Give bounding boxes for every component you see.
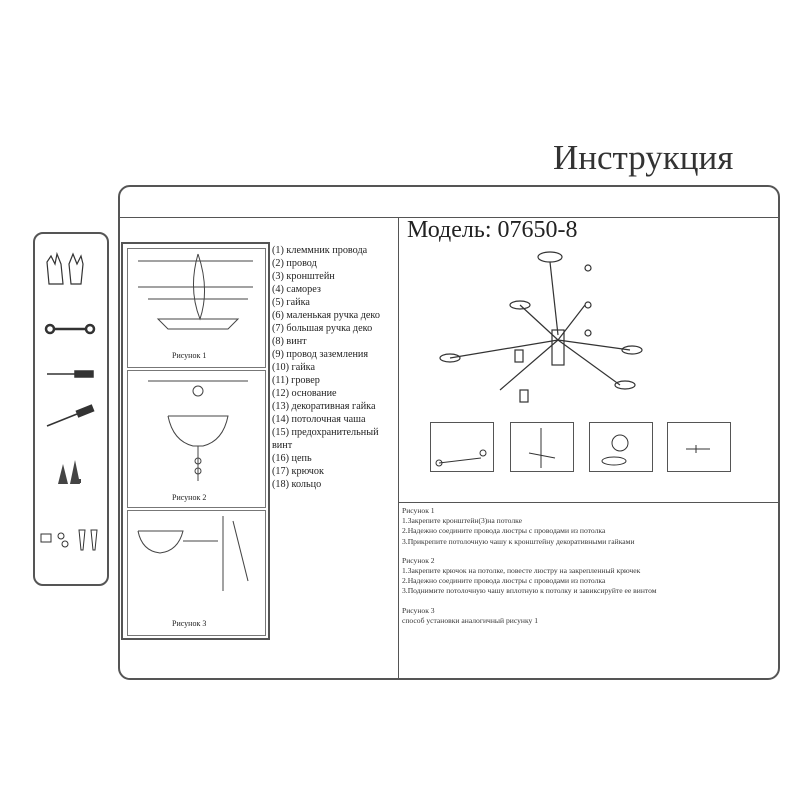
part-item: (17) крючок xyxy=(272,466,324,477)
divider xyxy=(118,217,780,218)
screwdriver-icon xyxy=(47,370,94,378)
page-title: Инструкция xyxy=(553,138,734,177)
step-item: способ установки аналогичный рисунку 1 xyxy=(402,615,539,625)
screws-icon xyxy=(58,460,81,484)
part-item: (13) декоративная гайка xyxy=(272,401,376,412)
part-item: (4) саморез xyxy=(272,284,321,295)
step-item: 2.Надежно соедините провода люстры с про… xyxy=(402,526,606,536)
step-heading: Рисунок 3 xyxy=(402,605,435,615)
part-item: (18) кольцо xyxy=(272,479,322,490)
step-heading: Рисунок 1 xyxy=(402,506,435,515)
part-item: винт xyxy=(272,440,293,451)
step-item: 1.Закрепите крючок на потолке, повесте л… xyxy=(402,566,641,576)
step-item: 3.Прикрепите потолочную чашу к кронштейн… xyxy=(402,536,635,546)
divider xyxy=(398,218,399,680)
part-item: (6) маленькая ручка деко xyxy=(272,310,380,321)
parts-list: (1) клеммник провода (2) провод (3) крон… xyxy=(272,244,380,491)
part-item: (14) потолочная чаша xyxy=(272,414,366,425)
figures-panel: Рисунок 1 Рисунок 2 Рисунок 3 xyxy=(121,242,270,640)
figure-1-drawing xyxy=(138,253,253,330)
figure-3-drawing xyxy=(137,516,249,591)
figure-3: Рисунок 3 xyxy=(127,510,266,636)
thumbnail-4 xyxy=(667,422,731,472)
part-item: (2) провод xyxy=(272,258,317,269)
chandelier-drawing xyxy=(439,251,643,403)
figure-caption: Рисунок 2 xyxy=(172,493,207,502)
figure-caption: Рисунок 1 xyxy=(172,351,207,360)
thumbnail-1 xyxy=(430,422,494,472)
part-item: (10) гайка xyxy=(272,362,315,373)
wrench-icon xyxy=(44,323,96,335)
thumbnail-2 xyxy=(510,422,574,472)
figure-2: Рисунок 2 xyxy=(127,370,266,508)
part-item: (12) основание xyxy=(272,388,337,399)
tools-icons xyxy=(40,251,98,551)
step-item: 2.Надежно соедините провода люстры с про… xyxy=(402,576,606,586)
part-item: (16) цепь xyxy=(272,453,312,464)
part-item: (15) предохранительный xyxy=(272,427,379,438)
part-item: (1) клеммник провода xyxy=(272,245,368,256)
part-item: (9) провод заземления xyxy=(272,349,369,360)
figure-1: Рисунок 1 xyxy=(127,248,266,368)
figure-caption: Рисунок 3 xyxy=(172,619,207,628)
step-item: 3.Поднимите потолочную чашу вплотную к п… xyxy=(402,586,657,596)
tools-panel xyxy=(33,232,109,586)
thumbnail-3 xyxy=(589,422,653,472)
part-item: (3) кронштейн xyxy=(272,271,335,282)
anchors-icon xyxy=(40,529,98,551)
figure-2-drawing xyxy=(148,380,248,481)
step-heading: Рисунок 2 xyxy=(402,555,435,565)
step-item: 1.Закрепите кронштейн(3)на потолке xyxy=(402,516,522,526)
part-item: (11) гровер xyxy=(272,375,320,386)
installation-steps: Рисунок 1 1.Закрепите кронштейн(3)на пот… xyxy=(402,506,657,626)
screwdriver-icon xyxy=(46,404,95,427)
part-item: (7) большая ручка деко xyxy=(272,323,373,334)
instruction-frame xyxy=(118,185,780,680)
part-item: (8) винт xyxy=(272,336,307,347)
gloves-icon xyxy=(46,251,84,285)
divider xyxy=(398,502,780,503)
part-item: (5) гайка xyxy=(272,297,310,308)
model-number: Модель: 07650-8 xyxy=(407,217,578,243)
